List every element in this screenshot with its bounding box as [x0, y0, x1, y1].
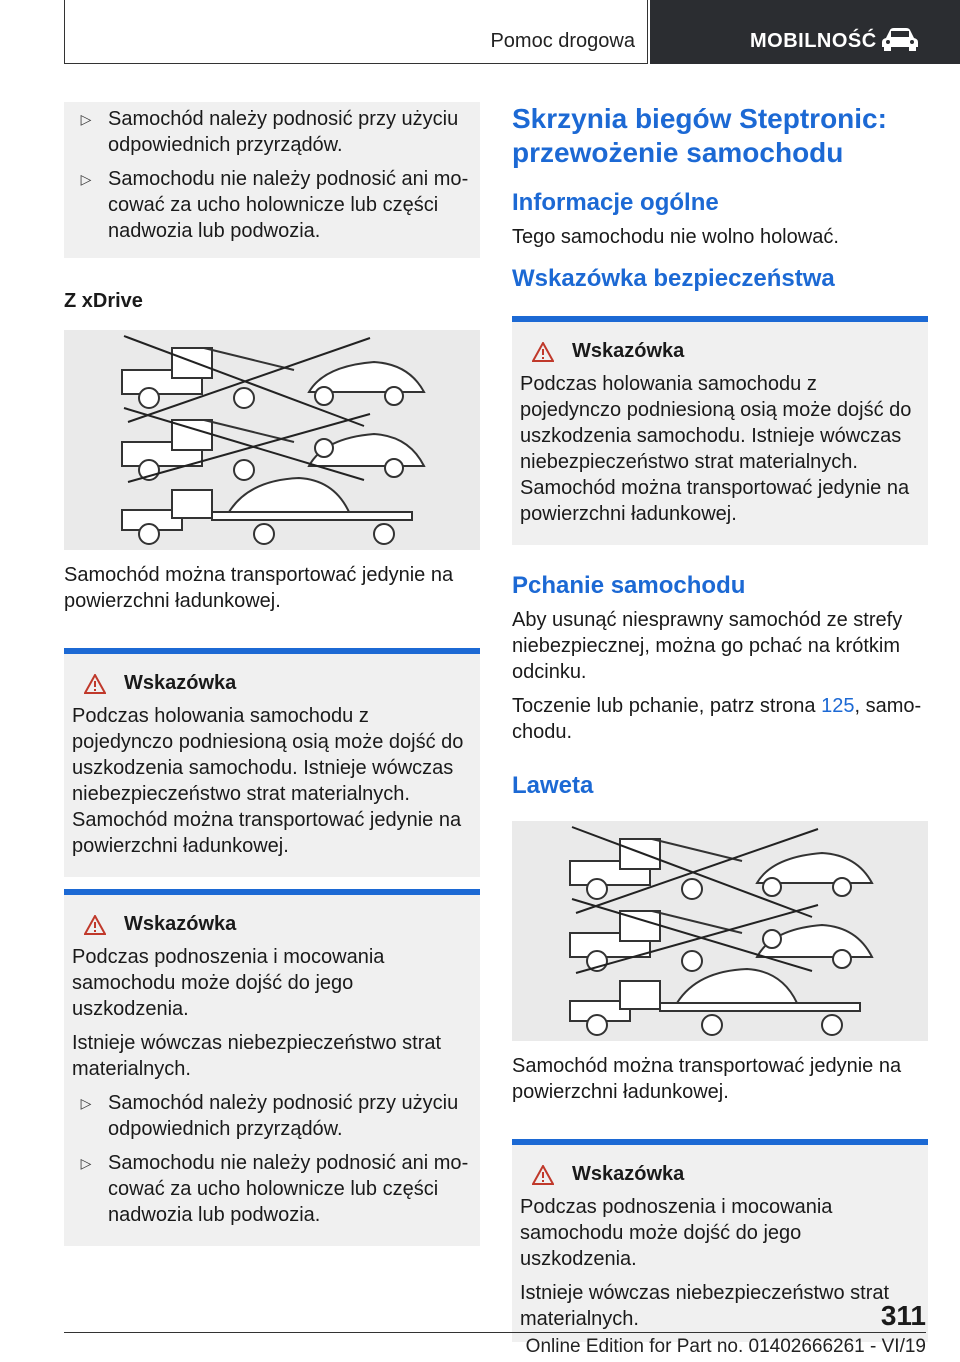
warning-box: Wskazówka Podczas podnoszenia i mocowani…: [512, 1139, 928, 1342]
warning-text: Istnieje wówczas niebezpieczeństwo strat…: [520, 1282, 890, 1330]
header-chapter-box: MOBILNOŚĆ: [650, 0, 960, 64]
list-item: ▷ Samochód należy podnosić przy użyciu o…: [64, 1090, 472, 1142]
triangle-bullet-icon: ▷: [80, 1155, 92, 1171]
list-item-text: Samochód należy podnosić przy użyciu odp…: [108, 108, 459, 156]
list-item-text: Samochodu nie należy podnosić ani mo­cow…: [108, 1152, 469, 1226]
warning-text: Podczas podnoszenia i mocowania samochod…: [520, 1196, 833, 1270]
header-chapter-title: MOBILNOŚĆ: [750, 30, 877, 52]
warning-box: Wskazówka Podczas holowania samochodu z …: [64, 648, 480, 877]
push-ref-text: , samo­chodu.: [512, 695, 922, 743]
car-icon: [882, 28, 918, 51]
warning-triangle-icon: [532, 1164, 554, 1185]
warning-title-row: Wskazówka: [520, 1163, 920, 1186]
warning-triangle-icon: [84, 914, 106, 935]
header-section-title: Pomoc drogowa: [490, 30, 635, 52]
page-link[interactable]: 125: [821, 695, 855, 717]
safety-heading: Wskazówka bezpieczeństwa: [512, 265, 835, 292]
warning-title: Wskazówka: [124, 913, 237, 935]
top-note-box: ▷ Samochód należy podnosić przy użyciu o…: [64, 102, 480, 258]
right-column: Skrzynia biegów Steptronic: przewożenie …: [512, 102, 928, 1342]
page-number: 311: [880, 1300, 926, 1331]
general-heading: Informacje ogólne: [512, 189, 719, 216]
towing-illustration: [512, 821, 928, 1041]
list-item-text: Samochodu nie należy podnosić ani mo­cow…: [108, 168, 469, 242]
header-section-box: Pomoc drogowa: [64, 0, 648, 64]
left-column: ▷ Samochód należy podnosić przy użyciu o…: [64, 102, 480, 1246]
tow-truck-illustration: [569, 826, 874, 1036]
warning-text: Istnieje wówczas niebezpieczeństwo strat…: [72, 1032, 442, 1080]
general-text: Tego samochodu nie wolno holować.: [512, 226, 839, 248]
warning-text: Podczas holowania samochodu z pojedynczo…: [72, 705, 464, 857]
warning-title: Wskazówka: [124, 672, 237, 694]
triangle-bullet-icon: ▷: [80, 1095, 92, 1111]
tow-truck-illustration: [121, 335, 426, 545]
footer-divider: [64, 1332, 926, 1333]
xdrive-heading: Z xDrive: [64, 290, 143, 312]
towing-illustration: [64, 330, 480, 550]
triangle-bullet-icon: ▷: [80, 171, 92, 187]
push-reference: Toczenie lub pchanie, patrz strona 125, …: [512, 693, 928, 745]
warning-title: Wskazówka: [572, 1163, 685, 1185]
list-item-text: Samochód należy podnosić przy użyciu odp…: [108, 1092, 459, 1140]
list-item: ▷ Samochodu nie należy podnosić ani mo­c…: [64, 166, 472, 244]
warning-box: Wskazówka Podczas podnoszenia i mocowani…: [64, 889, 480, 1246]
warning-box: Wskazówka Podczas holowania samochodu z …: [512, 316, 928, 545]
warning-triangle-icon: [84, 673, 106, 694]
figure-caption: Samochód można transportować jedynie na …: [512, 1055, 902, 1103]
warning-title-row: Wskazówka: [72, 672, 472, 695]
footer-edition: Online Edition for Part no. 01402666261 …: [525, 1336, 926, 1357]
warning-text: Podczas podnoszenia i mocowania samochod…: [72, 946, 385, 1020]
list-item: ▷ Samochodu nie należy podnosić ani mo­c…: [64, 1150, 472, 1228]
warning-text: Podczas holowania samochodu z pojedynczo…: [520, 373, 912, 525]
main-heading: Skrzynia biegów Steptronic: przewożenie …: [512, 103, 887, 168]
warning-triangle-icon: [532, 341, 554, 362]
figure-caption: Samochód można transportować jedynie na …: [64, 564, 454, 612]
warning-title-row: Wskazówka: [72, 913, 472, 936]
push-ref-text: Toczenie lub pchanie, patrz strona: [512, 695, 822, 717]
push-text: Aby usunąć niesprawny samochód ze strefy…: [512, 609, 903, 683]
list-item: ▷ Samochód należy podnosić przy użyciu o…: [64, 106, 472, 158]
push-heading: Pchanie samochodu: [512, 572, 746, 599]
warning-title: Wskazówka: [572, 340, 685, 362]
triangle-bullet-icon: ▷: [80, 111, 92, 127]
laweta-heading: Laweta: [512, 772, 594, 799]
warning-title-row: Wskazówka: [520, 340, 920, 363]
